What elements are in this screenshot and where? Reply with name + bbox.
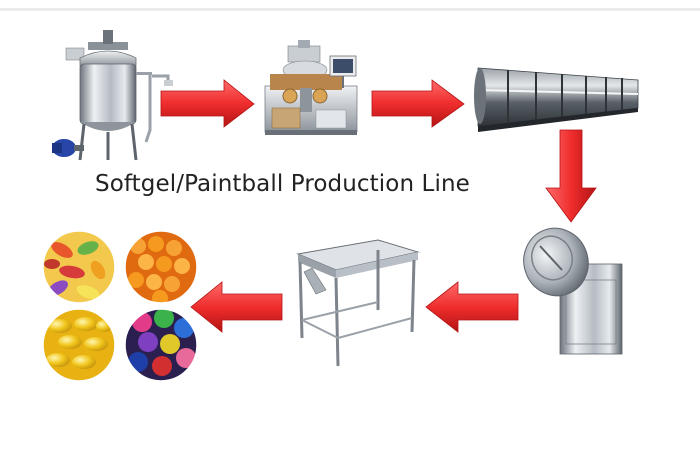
top-divider bbox=[0, 8, 700, 11]
arrow-left-2 bbox=[190, 281, 283, 333]
yellow-softgels-image bbox=[43, 309, 115, 381]
orange-softgels-image bbox=[125, 231, 197, 303]
mixing-tank-icon bbox=[52, 30, 173, 161]
softgel-products-icon bbox=[42, 230, 198, 382]
mixed-softgels-image bbox=[43, 231, 115, 303]
inspection-table-icon bbox=[296, 239, 420, 367]
arrow-right-2 bbox=[371, 79, 465, 128]
paintballs-image bbox=[125, 309, 197, 381]
arrow-left-1 bbox=[425, 281, 519, 333]
arrow-right-1 bbox=[160, 79, 255, 128]
diagram-title: Softgel/Paintball Production Line bbox=[95, 171, 470, 197]
softgel-encapsulation-machine-icon bbox=[264, 40, 358, 135]
arrow-down bbox=[545, 129, 597, 223]
coating-pan-icon bbox=[523, 227, 623, 355]
tumble-dryer-icon bbox=[474, 67, 639, 132]
